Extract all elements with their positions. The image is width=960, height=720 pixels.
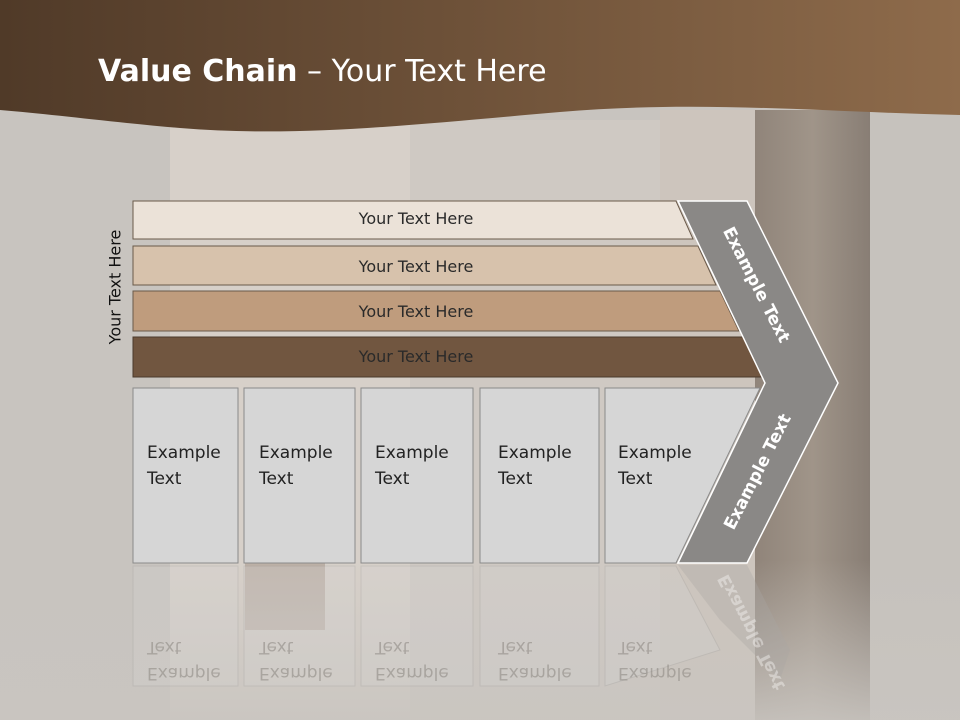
box-2-reflection-line1: Example [259,663,333,683]
box-1-reflection-line2: Text [147,637,182,657]
box-1-reflection-line1: Example [147,663,221,683]
slide-title: Value Chain – Your Text Here [98,54,547,89]
box-4-reflection-line2: Text [498,637,533,657]
box-2-reflection: Example Text [259,634,333,686]
band-1-label: Your Text Here [358,209,474,228]
box-4 [479,387,600,564]
box-1-reflection: Example Text [147,634,221,686]
box-4-reflection-line1: Example [498,663,572,683]
box-1-line1: Example [147,443,221,463]
box-2-reflection-line2: Text [259,637,294,657]
box-1 [132,387,239,564]
box-5 [604,387,761,564]
box-1-line2: Text [147,469,182,489]
box-3-line2: Text [375,469,410,489]
header-banner [0,0,960,132]
box-5-reflection-line1: Example [618,663,692,683]
band-list [132,200,764,378]
box-3 [360,387,474,564]
box-2-line1: Example [259,443,333,463]
box-reflections [132,565,721,687]
box-3-reflection: Example Text [375,634,449,686]
band-3 [132,290,740,332]
box-2 [243,387,356,564]
box-4-reflection: Example Text [498,634,572,686]
band-1 [132,200,694,240]
box-5-line2: Text [618,469,653,489]
box-5-reflection-line2: Text [618,637,653,657]
title-rest: – Your Text Here [297,54,547,89]
box-4-line2: Text [498,469,533,489]
side-label: Your Text Here [105,229,125,345]
chevron-arrow [676,200,839,564]
box-4-line1: Example [498,443,572,463]
box-3-reflection-line2: Text [375,637,410,657]
box-5-reflection: Example Text [618,634,692,686]
band-3-label: Your Text Here [358,302,474,321]
box-5-line1: Example [618,443,692,463]
box-list [132,387,761,564]
box-3-line1: Example [375,443,449,463]
band-2 [132,245,717,286]
box-3-reflection-line1: Example [375,663,449,683]
box-2-line2: Text [259,469,294,489]
title-bold: Value Chain [98,54,298,89]
chevron-reflection [678,565,790,680]
band-2-label: Your Text Here [358,257,474,276]
band-4-label: Your Text Here [358,347,474,366]
